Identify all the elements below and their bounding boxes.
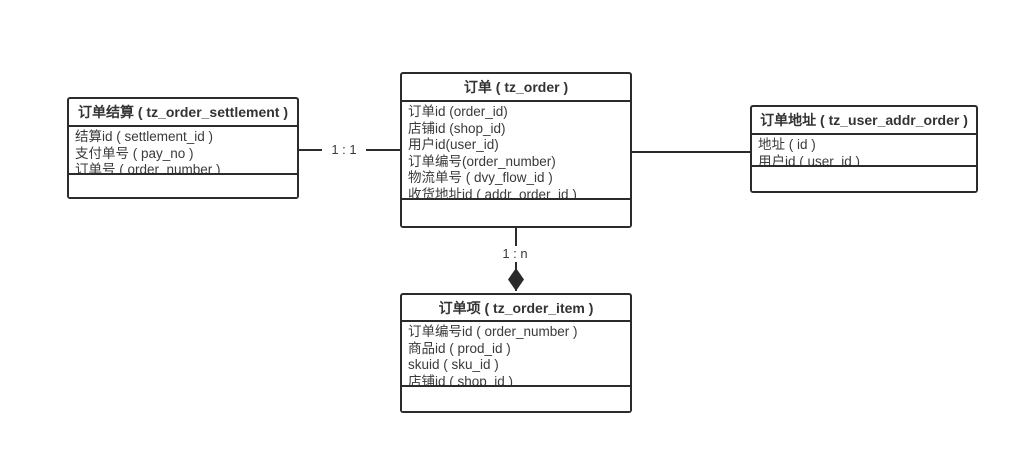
entity-empty-section	[69, 173, 297, 197]
composition-diamond-icon	[508, 268, 524, 291]
entity-field: 支付单号 ( pay_no )	[75, 145, 194, 161]
entity-field: 订单id (order_id)	[408, 104, 508, 119]
entity-field: 订单编号id ( order_number )	[408, 324, 578, 339]
entity-field-list: 地址 ( id ) 用户id ( user_id )	[752, 135, 976, 165]
entity-order[interactable]: 订单 ( tz_order ) 订单id (order_id) 店铺id (sh…	[400, 72, 632, 228]
entity-field: 店铺id (shop_id)	[408, 120, 506, 136]
entity-empty-section	[402, 385, 630, 411]
entity-field-list: 订单id (order_id) 店铺id (shop_id) 用户id(user…	[402, 102, 630, 198]
entity-field: 收货地址id ( addr_order_id )	[408, 186, 577, 198]
entity-field: 订单号 ( order_number )	[75, 162, 221, 173]
relation-label-1-n: 1 : n	[492, 246, 538, 262]
entity-field-list: 结算id ( settlement_id ) 支付单号 ( pay_no ) 订…	[69, 127, 297, 173]
entity-empty-section	[402, 198, 630, 226]
entity-title: 订单地址 ( tz_user_addr_order )	[752, 107, 976, 135]
entity-field: skuid ( sku_id )	[408, 357, 499, 373]
connector-order-addr	[632, 151, 750, 153]
entity-field-list: 订单编号id ( order_number ) 商品id ( prod_id )…	[402, 322, 630, 385]
entity-empty-section	[752, 165, 976, 191]
entity-field: 物流单号 ( dvy_flow_id )	[408, 170, 553, 186]
entity-field: 店铺id ( shop_id )	[408, 373, 514, 385]
entity-field: 用户id ( user_id )	[758, 153, 861, 165]
entity-field: 结算id ( settlement_id )	[75, 129, 214, 144]
entity-title: 订单 ( tz_order )	[402, 74, 630, 102]
entity-field: 用户id(user_id)	[408, 137, 499, 153]
entity-order-settlement[interactable]: 订单结算 ( tz_order_settlement ) 结算id ( sett…	[67, 97, 299, 199]
entity-field: 订单编号(order_number)	[408, 153, 556, 169]
entity-title: 订单项 ( tz_order_item )	[402, 295, 630, 322]
entity-field: 地址 ( id )	[758, 137, 816, 152]
entity-order-item[interactable]: 订单项 ( tz_order_item ) 订单编号id ( order_num…	[400, 293, 632, 413]
entity-title: 订单结算 ( tz_order_settlement )	[69, 99, 297, 127]
relation-label-1-1: 1 : 1	[322, 142, 366, 158]
entity-field: 商品id ( prod_id )	[408, 340, 511, 356]
entity-user-addr-order[interactable]: 订单地址 ( tz_user_addr_order ) 地址 ( id ) 用户…	[750, 105, 978, 193]
